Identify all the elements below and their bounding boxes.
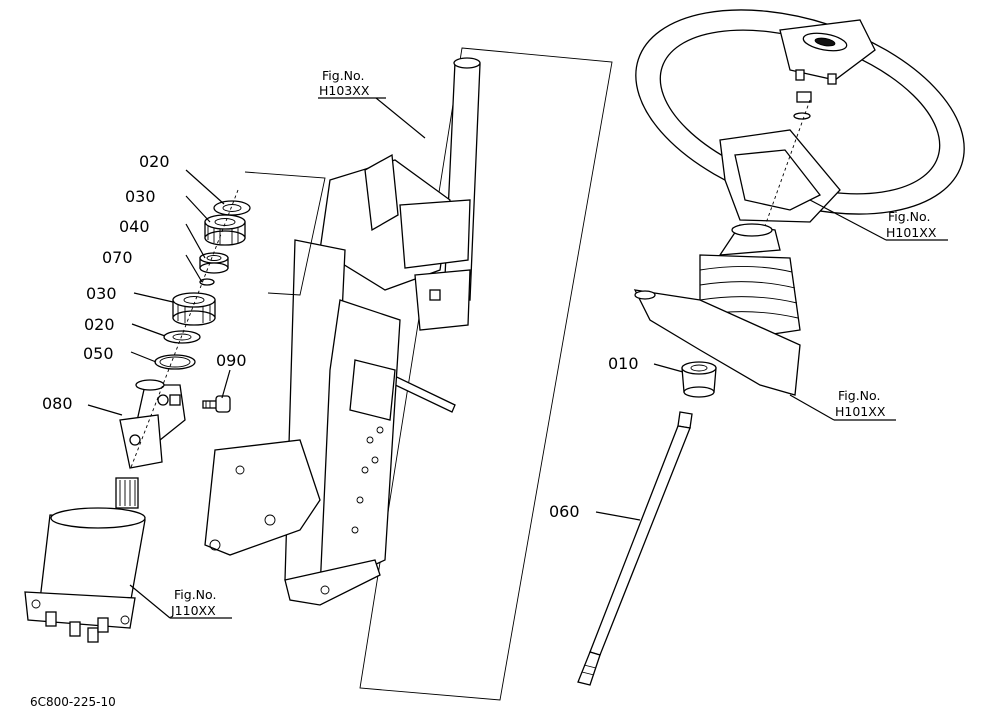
column-frame-outline	[359, 47, 613, 701]
fig-ref-h101-mid-line1: Fig.No.	[838, 388, 880, 403]
label-070: 070	[102, 248, 133, 267]
fig-ref-h101-mid-line2: H101XX	[835, 404, 886, 419]
bushing-010	[681, 361, 717, 398]
steering-column-bracket	[204, 57, 481, 606]
bearing-030-bottom	[172, 292, 216, 326]
shaft-060	[577, 411, 693, 686]
fig-ref-j110-line2: J110XX	[170, 603, 216, 618]
bearing-030-top	[204, 214, 246, 246]
steering-unit	[24, 477, 146, 643]
drawing-code: 6C800-225-10	[30, 695, 116, 709]
label-090: 090	[216, 351, 247, 370]
fig-ref-h101-top-line1: Fig.No.	[888, 209, 930, 224]
column-boot	[633, 223, 801, 396]
label-030-top: 030	[125, 187, 156, 206]
label-050: 050	[83, 344, 114, 363]
fig-ref-j110-line1: Fig.No.	[174, 587, 216, 602]
bolt-090	[202, 395, 231, 413]
fig-ref-h103-line2: H103XX	[319, 83, 370, 98]
washer-020-bottom	[163, 330, 201, 344]
label-020-top: 020	[139, 152, 170, 171]
fig-ref-h101-top-line2: H101XX	[886, 225, 937, 240]
label-020-bottom: 020	[84, 315, 115, 334]
label-040: 040	[119, 217, 150, 236]
label-030-bottom: 030	[86, 284, 117, 303]
fig-ref-h103-line1: Fig.No.	[322, 68, 364, 83]
bearing-stack	[119, 189, 251, 471]
label-060: 060	[549, 502, 580, 521]
bearing-group-frame	[244, 171, 326, 296]
steering-wheel	[635, 9, 965, 241]
label-080: 080	[42, 394, 73, 413]
washer-020-top	[213, 200, 251, 216]
label-010: 010	[608, 354, 639, 373]
universal-joint-080	[119, 379, 186, 469]
